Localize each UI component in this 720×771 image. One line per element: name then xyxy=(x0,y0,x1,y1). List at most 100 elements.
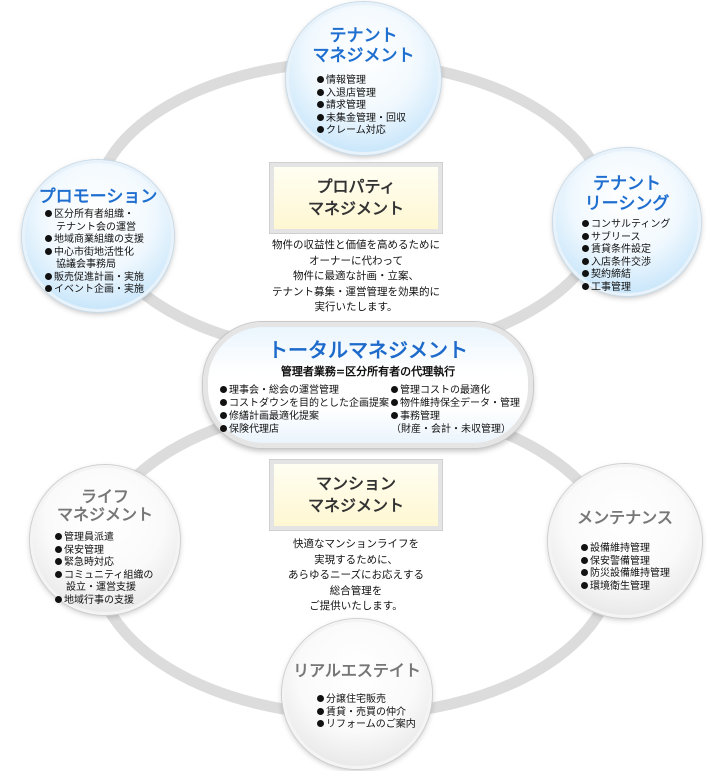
list-item: 事務管理 xyxy=(391,410,520,423)
bullet-icon xyxy=(220,425,227,432)
description-line: ご提供いたします。 xyxy=(309,600,403,612)
list-item: 設立・運営支援 xyxy=(55,582,153,595)
list-item: 区分所有者組織・ xyxy=(45,209,144,222)
total-management-left-list: 理事会・総会の運営管理 コストダウンを目的とした企画提案 修繕計画最適化提案 保… xyxy=(220,384,389,436)
list-item-text: 区分所有者組織・ xyxy=(54,209,134,220)
bullet-icon xyxy=(582,245,589,252)
bullet-icon xyxy=(581,544,588,551)
bullet-icon xyxy=(391,399,398,406)
tenant-leasing-title-line1: テナント xyxy=(593,174,661,194)
property-box-title-line2: マネジメント xyxy=(307,199,404,218)
list-item-text: テナント会の運営 xyxy=(56,221,136,233)
list-item-text: コンサルティング xyxy=(591,219,671,230)
list-item: 契約締結 xyxy=(582,269,670,282)
list-item-text: 物件維持保全データ・管理 xyxy=(400,398,520,409)
list-item: コミュニティ組織の xyxy=(55,570,153,583)
list-item: 分譲住宅販売 xyxy=(317,694,416,707)
list-item: 情報管理 xyxy=(317,75,406,88)
bullet-icon xyxy=(45,210,52,217)
list-item-text: 分譲住宅販売 xyxy=(326,694,386,705)
list-item-text: 保安管理 xyxy=(64,544,104,556)
bullet-icon xyxy=(581,581,588,589)
tenant-management-title-line2: マネジメント xyxy=(312,45,415,66)
maintenance-circle: メンテナンス 設備維持管理 保安警備管理 防災設備維持管理 環境衛生管理 xyxy=(548,464,702,618)
list-item: サブリース xyxy=(582,232,670,245)
list-item: （財産・会計・未収管理） xyxy=(391,423,520,436)
bullet-icon xyxy=(581,569,588,576)
list-item: 管理コストの最適化 xyxy=(391,384,520,397)
list-item: イベント企画・実施 xyxy=(45,284,144,297)
list-item-text: 販売促進計画・実施 xyxy=(54,271,144,283)
bullet-icon xyxy=(582,220,589,227)
bullet-icon xyxy=(582,282,589,290)
tenant-management-title-line1: テナント xyxy=(329,26,398,46)
bullet-icon xyxy=(45,235,52,242)
list-item: 賃貸・売買の仲介 xyxy=(317,707,416,720)
property-box-title-line1: プロパティ xyxy=(316,177,396,196)
bullet-icon xyxy=(55,545,62,553)
list-item: 販売促進計画・実施 xyxy=(45,272,144,285)
list-item-text: 中心市街地活性化 xyxy=(54,246,134,258)
list-item-text: サブリース xyxy=(591,231,641,243)
real-estate-list: 分譲住宅販売 賃貸・売買の仲介 リフォームのご案内 xyxy=(317,694,416,732)
list-item: コストダウンを目的とした企画提案 xyxy=(220,397,389,410)
description-line: テナント募集・運営管理を効果的に xyxy=(272,285,440,298)
list-item-text: 設備維持管理 xyxy=(590,543,650,554)
mansion-description: 快適なマンションライフを 実現するために、 あらゆるニーズにお応えする 総合管理… xyxy=(260,537,452,615)
bullet-icon xyxy=(55,533,62,540)
real-estate-title: リアルエステイト xyxy=(293,661,421,680)
list-item-text: （財産・会計・未収管理） xyxy=(391,424,511,435)
list-item-text: コミュニティ組織の xyxy=(64,569,154,581)
bullet-icon xyxy=(582,232,589,240)
description-line: 実行いたします。 xyxy=(314,301,398,313)
list-item: 物件維持保全データ・管理 xyxy=(391,397,520,410)
description-line: 総合管理を xyxy=(329,584,383,597)
property-description: 物件の収益性と価値を高めるために オーナーに代わって 物件に最適な計画・立案、 … xyxy=(240,238,472,316)
life-management-title-line1: ライフ xyxy=(80,487,129,506)
mansion-box-title-line2: マネジメント xyxy=(307,496,404,515)
list-item: 設備維持管理 xyxy=(581,543,670,556)
total-management-subtitle: 管理者業務=区分所有者の代理執行 xyxy=(280,365,456,378)
list-item: 地域行事の支援 xyxy=(55,595,153,608)
bullet-icon xyxy=(317,720,324,727)
tenant-leasing-circle: テナント リーシング コンサルティング サブリース 賃貸条件設定 入店条件交渉 … xyxy=(553,148,701,296)
promotion-list: 区分所有者組織・ テナント会の運営 地域商業組織の支援 中心市街地活性化 協議会… xyxy=(45,209,144,297)
list-item-text: 入退店管理 xyxy=(326,87,376,99)
bullet-icon xyxy=(55,570,62,578)
list-item: 保安警備管理 xyxy=(581,556,670,569)
list-item-text: 地域商業組織の支援 xyxy=(54,234,144,245)
bullet-icon xyxy=(220,386,227,393)
list-item-text: 設立・運営支援 xyxy=(66,582,136,593)
list-item-text: 管理員派遣 xyxy=(64,532,114,543)
description-line: 物件に最適な計画・立案、 xyxy=(293,270,419,282)
maintenance-title: メンテナンス xyxy=(577,508,673,527)
list-item: 保安管理 xyxy=(55,545,153,558)
bullet-icon xyxy=(317,101,324,108)
bullet-icon xyxy=(582,257,589,265)
list-item: テナント会の運営 xyxy=(45,222,144,235)
list-item-text: 保安警備管理 xyxy=(590,555,650,567)
tenant-management-list: 情報管理 入退店管理 請求管理 未集金管理・回収 クレーム対応 xyxy=(317,75,406,138)
list-item: クレーム対応 xyxy=(317,125,406,138)
list-item: 保険代理店 xyxy=(220,423,389,436)
bullet-icon xyxy=(391,412,398,419)
total-management-panel: トータルマネジメント 管理者業務=区分所有者の代理執行 理事会・総会の運営管理 … xyxy=(203,322,533,448)
list-item: 賃貸条件設定 xyxy=(582,244,670,257)
list-item-text: 賃貸・売買の仲介 xyxy=(326,706,406,718)
list-item: 工事管理 xyxy=(582,282,670,295)
list-item: 理事会・総会の運営管理 xyxy=(220,384,389,397)
maintenance-list: 設備維持管理 保安警備管理 防災設備維持管理 環境衛生管理 xyxy=(581,543,670,593)
list-item-text: 情報管理 xyxy=(326,75,366,86)
life-management-title: ライフ マネジメント xyxy=(33,487,177,525)
list-item-text: 事務管理 xyxy=(400,411,440,422)
description-line: オーナーに代わって xyxy=(309,254,403,267)
list-item-text: 未集金管理・回収 xyxy=(326,112,406,124)
bullet-icon xyxy=(317,695,324,702)
list-item: 環境衛生管理 xyxy=(581,581,670,594)
total-management-right-list: 管理コストの最適化 物件維持保全データ・管理 事務管理 （財産・会計・未収管理） xyxy=(391,384,520,436)
list-item-text: 管理コストの最適化 xyxy=(400,385,490,396)
list-item: 未集金管理・回収 xyxy=(317,113,406,126)
life-management-circle: ライフ マネジメント 管理員派遣 保安管理 緊急時対応 コミュニティ組織の 設立… xyxy=(30,465,180,615)
list-item: 防災設備維持管理 xyxy=(581,568,670,581)
